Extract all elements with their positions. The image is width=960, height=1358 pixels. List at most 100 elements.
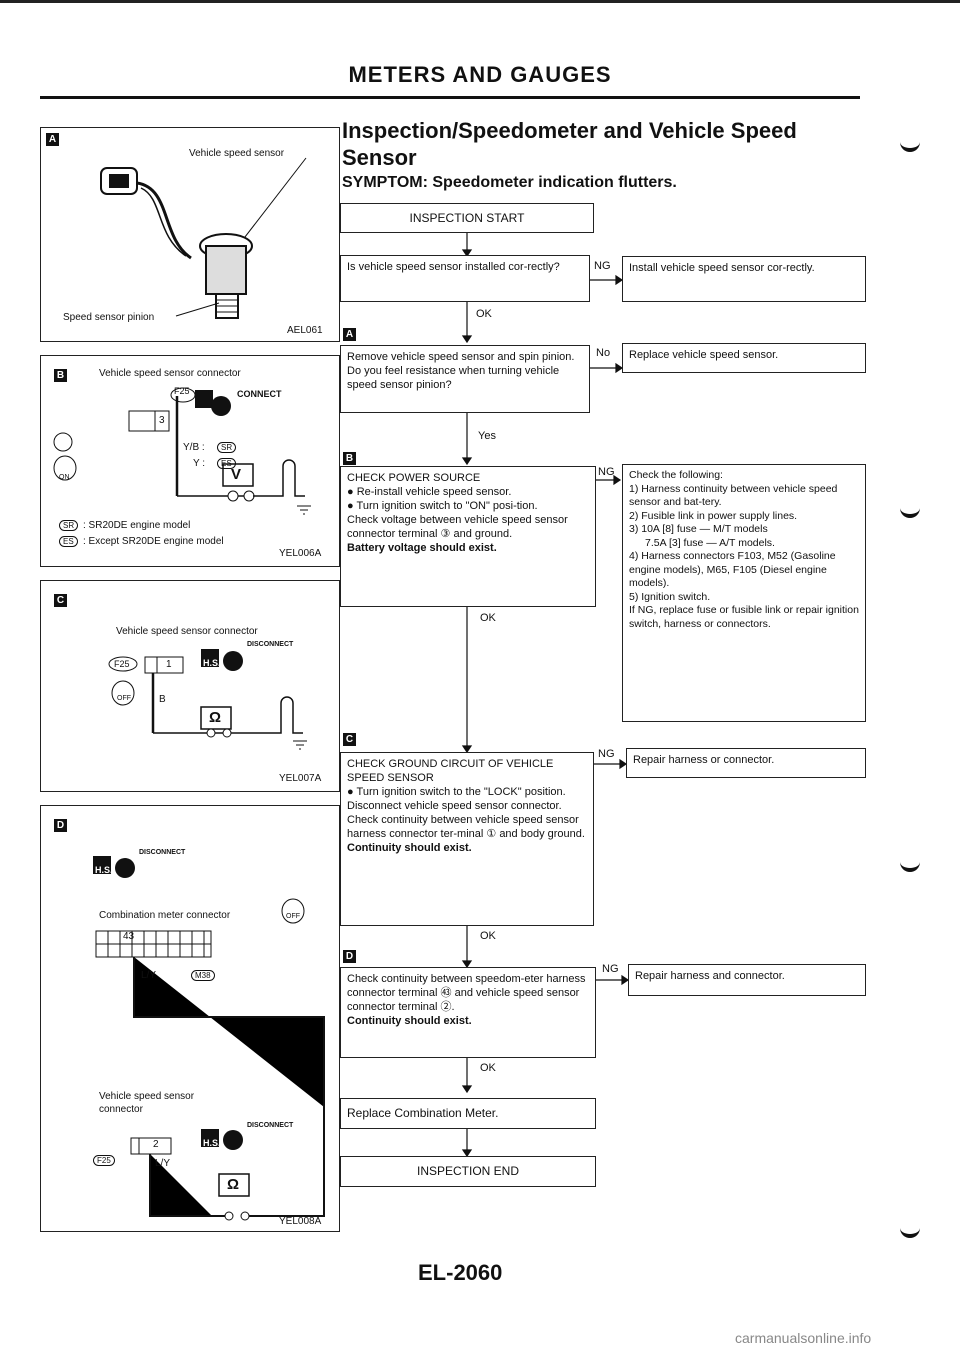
margin-mark <box>900 508 920 518</box>
wire-label-2: L/Y <box>155 1158 171 1169</box>
q3-expected: Battery voltage should exist. <box>347 542 497 554</box>
q3-action-item: 1) Harness continuity between vehicle sp… <box>629 482 838 509</box>
q4-ng: NG <box>598 748 615 760</box>
q2-box: Remove vehicle speed sensor and spin pin… <box>340 345 590 413</box>
top-border <box>0 0 960 3</box>
wire-es-label: Y : <box>193 458 206 469</box>
panel-d-code: YEL008A <box>279 1216 322 1227</box>
sensor-terminal: 2 <box>153 1139 159 1150</box>
q4-title: CHECK GROUND CIRCUIT OF VEHICLE SPEED SE… <box>347 758 554 784</box>
legend-sr-tag: SR <box>59 520 79 531</box>
section-title-line1: Inspection/Speedometer and Vehicle Speed <box>342 118 797 143</box>
es-tag: ES <box>217 458 236 469</box>
q5-ng: NG <box>602 963 619 975</box>
q4-box: CHECK GROUND CIRCUIT OF VEHICLE SPEED SE… <box>340 752 594 926</box>
inspection-start: INSPECTION START <box>340 203 594 233</box>
hs-label-2: H.S. <box>203 1138 221 1148</box>
hs-label: H.S. <box>203 658 221 668</box>
wire-sr-label: Y/B : <box>183 442 205 453</box>
q5-badge: D <box>343 950 356 963</box>
q5-ok: OK <box>480 1062 496 1074</box>
ignition-off-label: OFF <box>117 695 131 702</box>
disconnect-label: DISCONNECT <box>247 641 294 648</box>
meter-continuity-diagram <box>93 856 325 1221</box>
margin-mark <box>900 142 920 152</box>
symptom-line: SYMPTOM: Speedometer indication flutters… <box>342 174 677 191</box>
terminal-label: 3 <box>159 415 165 426</box>
inspection-end: INSPECTION END <box>340 1156 596 1187</box>
disconnect-label-2: DISCONNECT <box>247 1122 294 1129</box>
q3-box: CHECK POWER SOURCE ● Re-install vehicle … <box>340 466 596 607</box>
sr-tag: SR <box>217 442 237 453</box>
margin-mark <box>900 862 920 872</box>
q3-badge: B <box>343 452 356 465</box>
voltage-check-diagram <box>53 387 311 515</box>
wire-label: B <box>159 694 166 705</box>
disconnect-label: DISCONNECT <box>139 849 186 856</box>
q4-para-2: Check continuity between vehicle speed s… <box>347 814 585 840</box>
panel-c-badge: C <box>54 594 67 607</box>
meter-terminal: 43 <box>123 931 135 942</box>
page-number: EL-2060 <box>418 1260 503 1285</box>
q1-box: Is vehicle speed sensor installed cor-re… <box>340 255 590 302</box>
meter-connector-label: Combination meter connector <box>99 910 231 921</box>
connector-id: F25 <box>174 386 190 396</box>
panel-c: C Vehicle speed sensor connector F25 DIS… <box>40 580 340 792</box>
q2-no: No <box>596 347 611 359</box>
continuity-check-diagram <box>108 649 307 750</box>
q3-ok: OK <box>480 612 496 624</box>
meter-v-label: V <box>231 466 242 483</box>
speed-sensor-illustration <box>100 157 307 319</box>
q4-action: Repair harness or connector. <box>626 748 866 778</box>
meter-connector-id: M38 <box>191 970 215 981</box>
watermark: carmanualsonline.info <box>735 1330 872 1346</box>
panel-c-code: YEL007A <box>279 773 322 784</box>
terminal-label: 1 <box>166 659 172 670</box>
q1-ng: NG <box>594 260 611 272</box>
ignition-on-label: ON <box>59 474 70 481</box>
q3-action-item: If NG, replace fuse or fusible link or r… <box>629 604 859 630</box>
header-rule <box>40 96 860 99</box>
section-title-line2: Sensor <box>342 145 417 170</box>
connector-label: Vehicle speed sensor connector <box>116 626 258 637</box>
panel-a-badge: A <box>46 133 59 146</box>
q5-text: Check continuity between speedom-eter ha… <box>347 973 586 1013</box>
hs-label: H.S. <box>197 411 215 421</box>
legend-es-tag: ES <box>59 536 78 547</box>
q3-para: Check voltage between vehicle speed sens… <box>347 514 568 540</box>
q3-bullet-2: ● Turn ignition switch to "ON" posi-tion… <box>347 500 538 512</box>
q1-ok: OK <box>476 308 492 320</box>
sensor-connector-label-1: Vehicle speed sensor <box>99 1091 195 1102</box>
connect-label: CONNECT <box>237 389 282 399</box>
pinion-label: Speed sensor pinion <box>63 312 155 323</box>
hs-label: H.S. <box>95 865 113 875</box>
panel-d: D DISCONNECT H.S. Combination meter conn… <box>40 805 340 1232</box>
q4-ok: OK <box>480 930 496 942</box>
q3-ng: NG <box>598 466 615 478</box>
q4-para-1: Disconnect vehicle speed sensor connecto… <box>347 800 562 812</box>
panel-a: A Vehicle speed sensor Speed sensor pini… <box>40 127 340 342</box>
q3-bullet-1: ● Re-install vehicle speed sensor. <box>347 486 512 498</box>
q3-title: CHECK POWER SOURCE <box>347 472 481 484</box>
q3-action-item: 7.5A [3] fuse — A/T models. <box>645 536 775 549</box>
q5-box: Check continuity between speedom-eter ha… <box>340 967 596 1058</box>
page-header: METERS AND GAUGES <box>348 62 612 87</box>
q5-expected: Continuity should exist. <box>347 1015 472 1027</box>
connector-id: F25 <box>114 659 130 669</box>
meter-ohm-label: Ω <box>209 709 222 726</box>
panel-b-badge: B <box>54 369 67 382</box>
q4-badge: C <box>343 733 356 746</box>
q3-action-item: 4) Harness connectors F103, M52 (Gasolin… <box>629 550 836 589</box>
legend-sr: : SR20DE engine model <box>83 520 191 531</box>
legend-es: : Except SR20DE engine model <box>83 536 224 547</box>
connector-label: Vehicle speed sensor connector <box>99 368 241 379</box>
q3-action-item: 2) Fusible link in power supply lines. <box>629 509 798 522</box>
sensor-connector-label-2: connector <box>99 1104 143 1115</box>
q4-bullet: ● Turn ignition switch to the "LOCK" pos… <box>347 786 566 798</box>
q2-badge: A <box>343 328 356 341</box>
q3-action: Check the following: 1) Harness continui… <box>622 464 866 722</box>
margin-mark <box>900 1228 920 1238</box>
panel-b: B Vehicle speed sensor connector F25 H.S… <box>40 355 340 567</box>
panel-a-code: AEL061 <box>287 325 323 336</box>
ignition-off-label: OFF <box>286 913 300 920</box>
